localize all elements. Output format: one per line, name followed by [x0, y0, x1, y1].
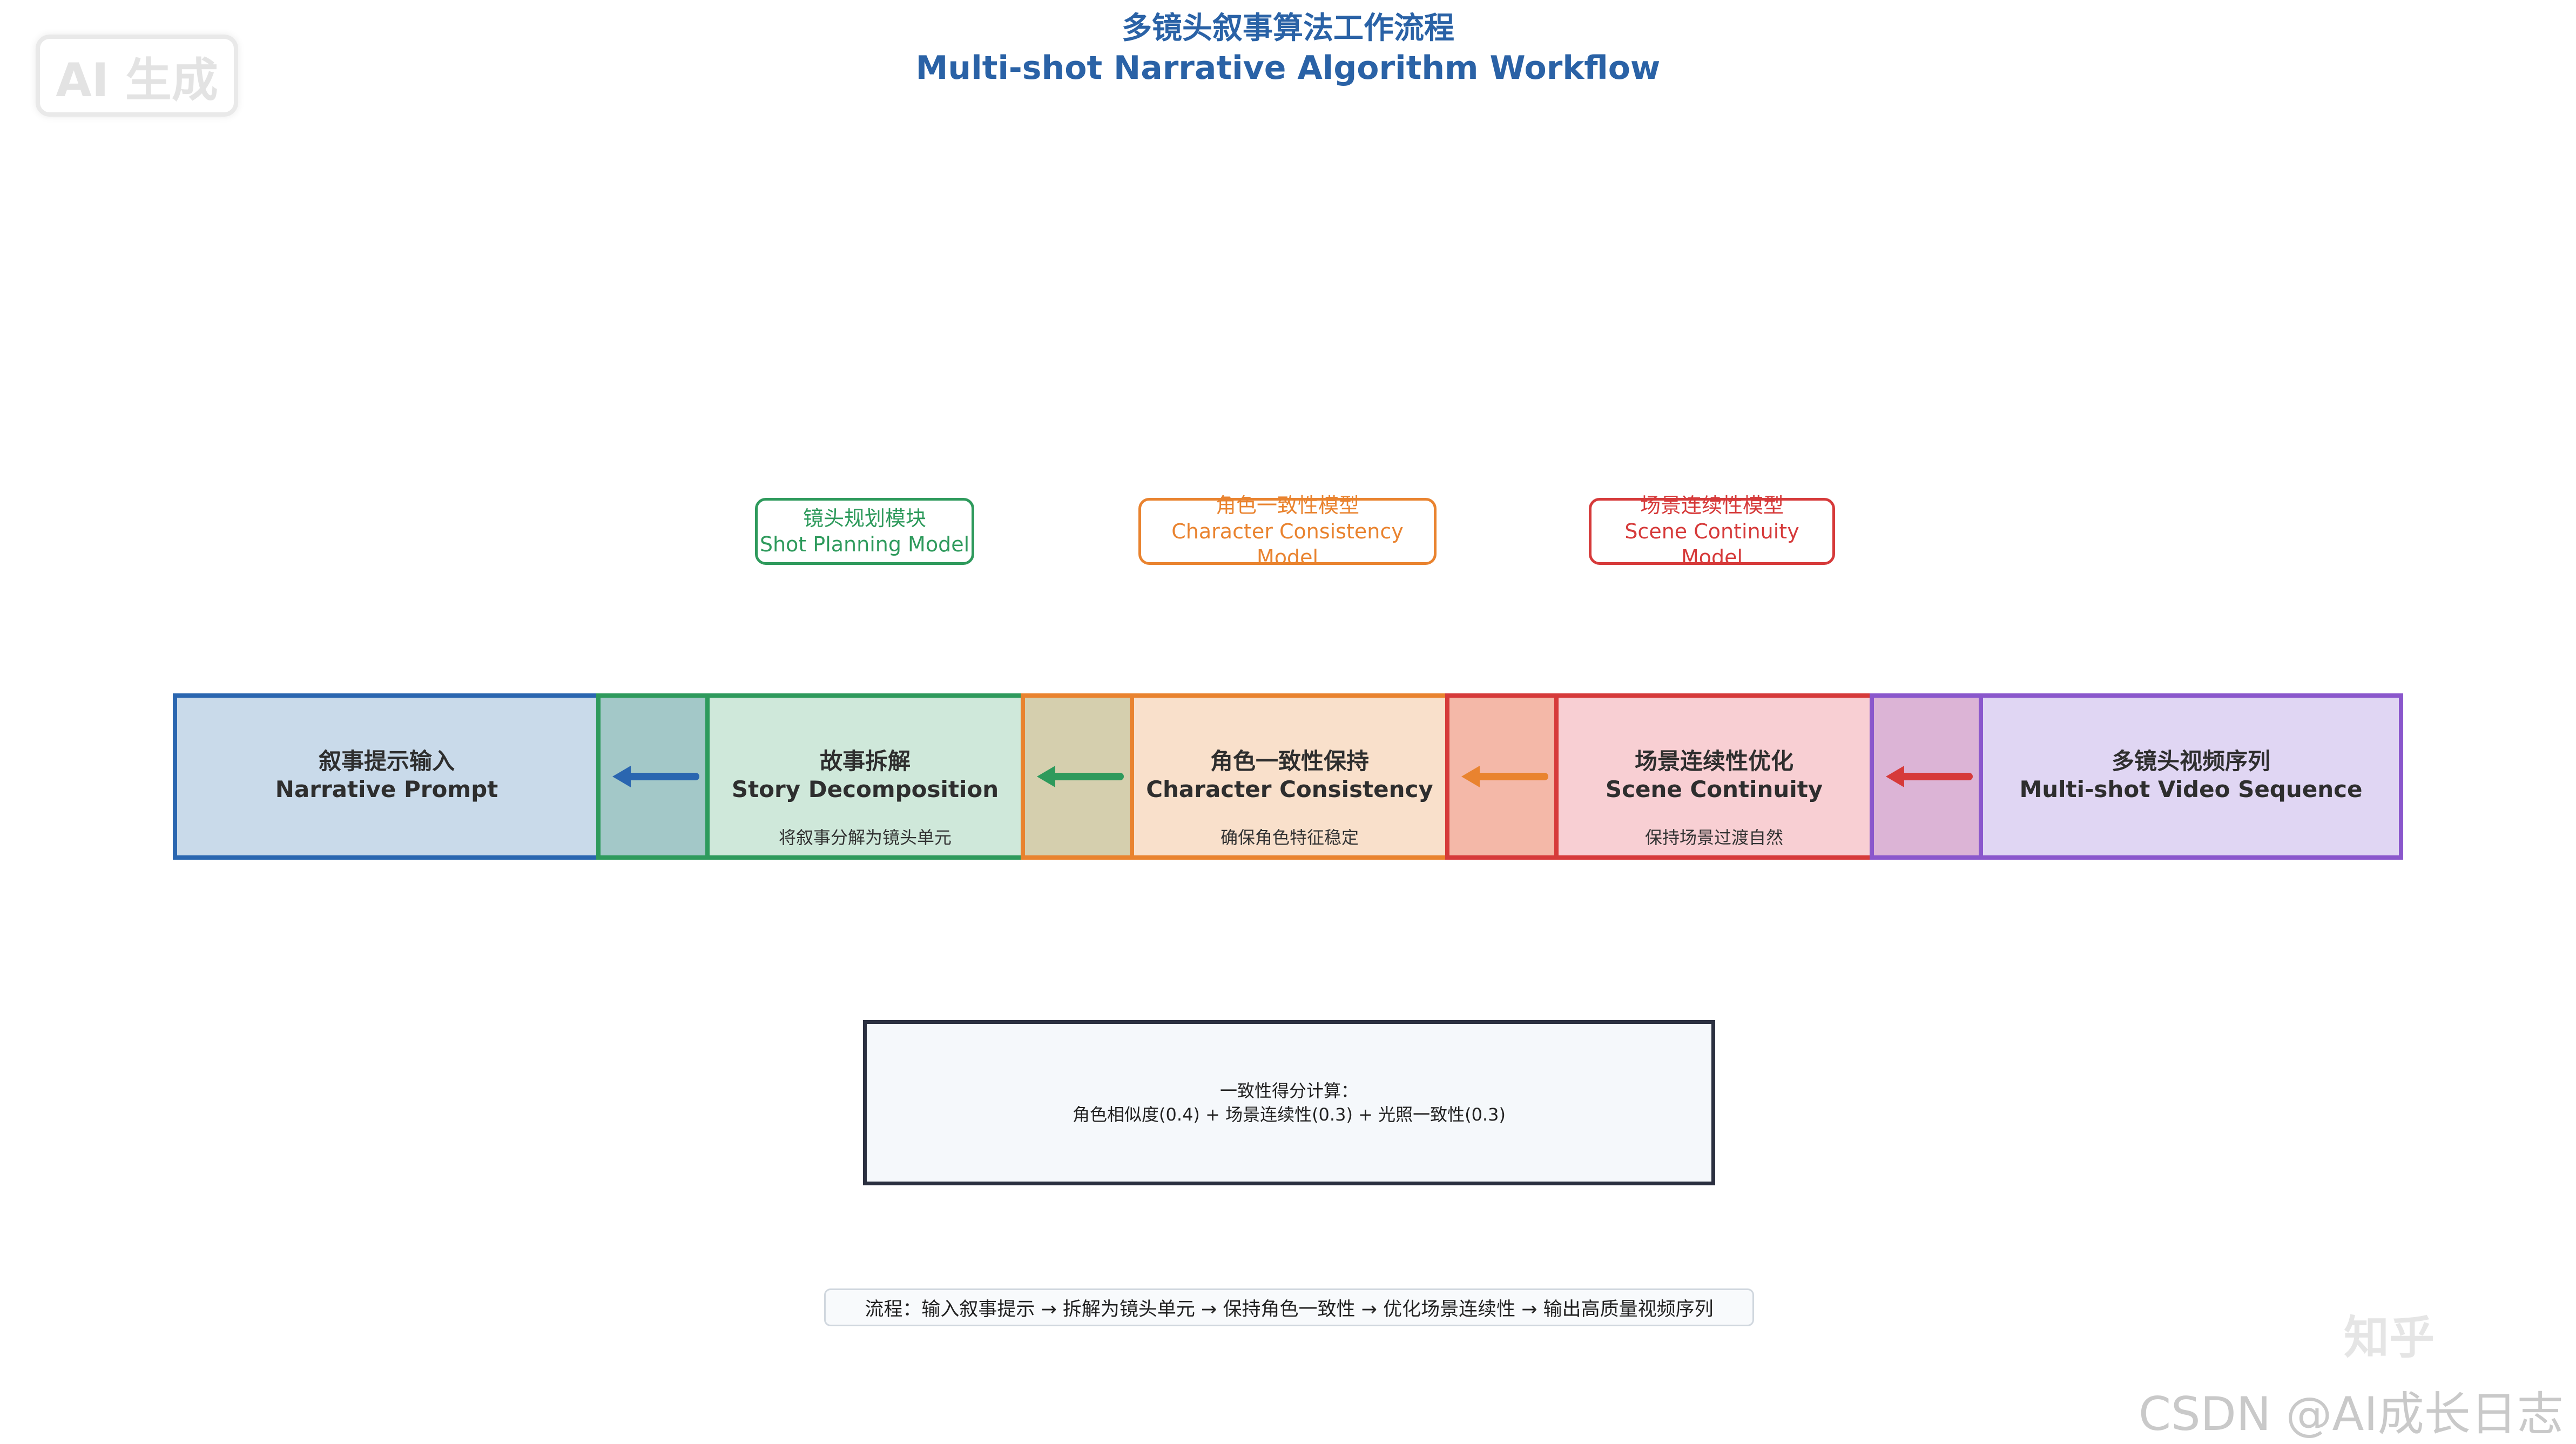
title-english: Multi-shot Narrative Algorithm Workflow: [915, 49, 1661, 87]
model-label-scene-continuity: 场景连续性模型 Scene Continuity Model: [1589, 494, 1835, 569]
left-arrow-icon: [1886, 766, 1973, 787]
stage-label: 角色一致性保持 Character Consistency: [1134, 747, 1445, 804]
csdn-watermark: CSDN @AI成长日志: [2139, 1387, 2564, 1441]
stage-description: 确保角色特征稳定: [1220, 827, 1359, 848]
stage-label-zh: 角色一致性保持: [1210, 748, 1369, 774]
score-formula: 角色相似度(0.4) + 场景连续性(0.3) + 光照一致性(0.3): [1073, 1104, 1506, 1125]
stage-label: 多镜头视频序列 Multi-shot Video Sequence: [1983, 747, 2399, 804]
stage-description: 将叙事分解为镜头单元: [778, 827, 952, 848]
stage-label-zh: 故事拆解: [819, 748, 911, 774]
stage-label-zh: 多镜头视频序列: [2111, 748, 2270, 774]
connector-1: [596, 693, 710, 860]
model-label-shot-planning: 镜头规划模块 Shot Planning Model: [755, 498, 974, 565]
stage-label: 叙事提示输入 Narrative Prompt: [177, 747, 596, 804]
stage-label-en: Narrative Prompt: [275, 776, 498, 802]
stage-story-decomposition: 故事拆解 Story Decomposition 将叙事分解为镜头单元: [705, 693, 1025, 860]
ai-generated-watermark: AI 生成: [36, 35, 238, 117]
stage-label-zh: 叙事提示输入: [318, 748, 455, 774]
stage-scene-continuity: 场景连续性优化 Scene Continuity 保持场景过渡自然: [1554, 693, 1874, 860]
zhihu-watermark: 知乎: [2344, 1311, 2435, 1364]
left-arrow-icon: [612, 766, 699, 787]
model-label-zh: 镜头规划模块: [803, 507, 926, 530]
stage-description: 保持场景过渡自然: [1644, 827, 1783, 848]
stage-label-en: Story Decomposition: [731, 776, 999, 802]
connector-3: [1445, 693, 1559, 860]
stage-label-en: Character Consistency: [1146, 776, 1433, 802]
stage-label-en: Multi-shot Video Sequence: [2019, 776, 2363, 802]
model-label-character-consistency: 角色一致性模型 Character Consistency Model: [1138, 494, 1437, 569]
model-label-zh: 场景连续性模型: [1640, 494, 1784, 517]
stage-label-zh: 场景连续性优化: [1634, 748, 1793, 774]
title-chinese: 多镜头叙事算法工作流程: [1122, 11, 1454, 46]
stage-multi-shot-video-sequence: 多镜头视频序列 Multi-shot Video Sequence: [1979, 693, 2403, 860]
stage-label: 场景连续性优化 Scene Continuity: [1559, 747, 1870, 804]
model-label-en: Shot Planning Model: [759, 532, 970, 556]
left-arrow-icon: [1037, 766, 1124, 787]
left-arrow-icon: [1461, 766, 1548, 787]
model-label-en: Scene Continuity Model: [1624, 519, 1799, 569]
stage-character-consistency: 角色一致性保持 Character Consistency 确保角色特征稳定: [1130, 693, 1449, 860]
score-title: 一致性得分计算：: [1219, 1081, 1358, 1101]
stage-label-en: Scene Continuity: [1605, 776, 1823, 802]
connector-4: [1870, 693, 1983, 860]
model-label-zh: 角色一致性模型: [1215, 494, 1359, 517]
model-label-en: Character Consistency Model: [1171, 519, 1404, 569]
flow-summary: 流程：输入叙事提示 → 拆解为镜头单元 → 保持角色一致性 → 优化场景连续性 …: [824, 1288, 1754, 1326]
connector-2: [1021, 693, 1134, 860]
consistency-score-box: 一致性得分计算： 角色相似度(0.4) + 场景连续性(0.3) + 光照一致性…: [863, 1020, 1715, 1185]
stage-narrative-prompt: 叙事提示输入 Narrative Prompt: [173, 693, 601, 860]
stage-label: 故事拆解 Story Decomposition: [710, 747, 1021, 804]
